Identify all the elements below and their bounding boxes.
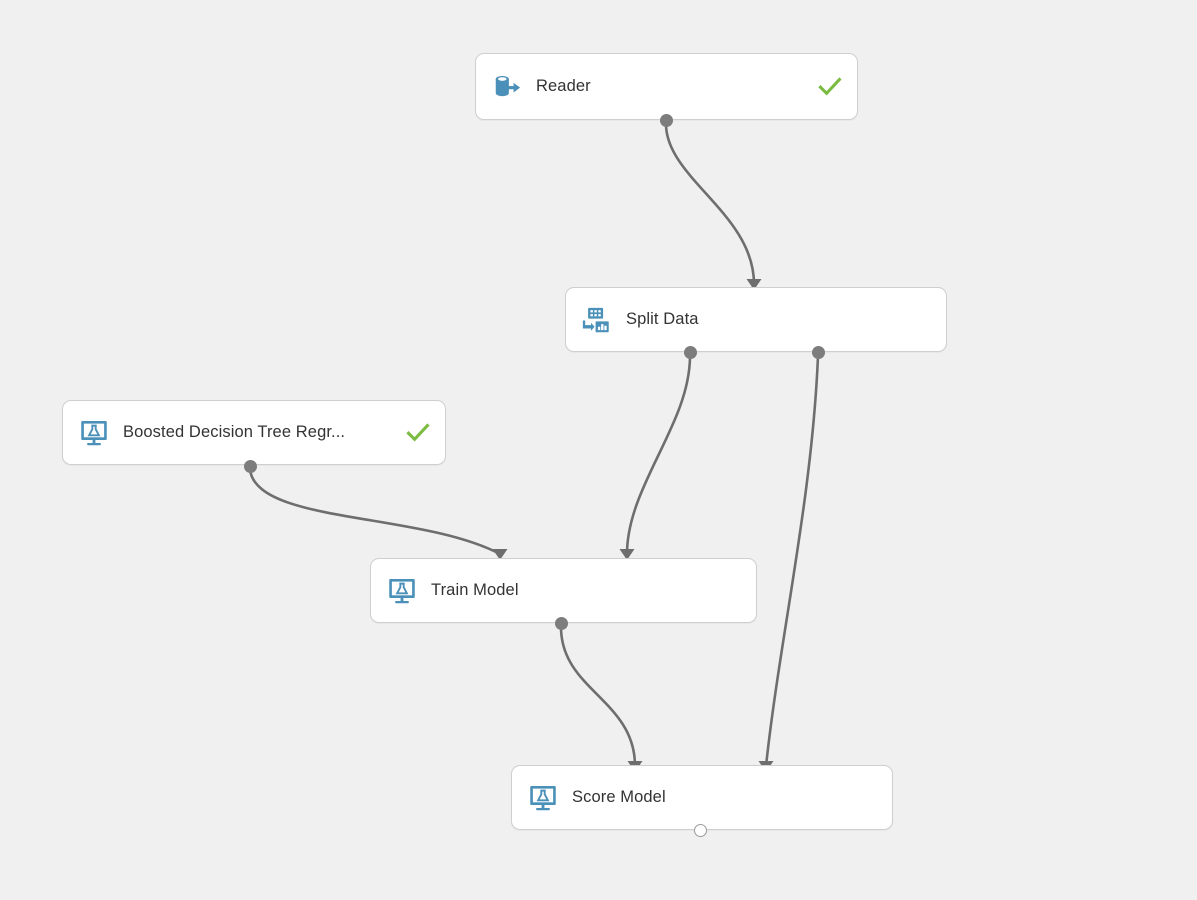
- node-label: Split Data: [626, 310, 699, 328]
- split-data-icon: [582, 307, 609, 332]
- model-monitor-icon: [530, 785, 556, 810]
- module-node-split-data[interactable]: Split Data: [565, 287, 947, 352]
- module-node-boosted-decision-tree-regression[interactable]: Boosted Decision Tree Regr...: [62, 400, 446, 465]
- module-node-score-model[interactable]: Score Model: [511, 765, 893, 830]
- database-export-icon: [495, 75, 521, 96]
- connector-bdtr-to-train: [248, 468, 502, 556]
- check-icon: [406, 422, 430, 442]
- port-reader-out-1[interactable]: [659, 113, 673, 127]
- module-node-train-model[interactable]: Train Model: [370, 558, 757, 623]
- connector-split-to-train: [625, 354, 692, 556]
- port-score-out-1[interactable]: [693, 823, 707, 837]
- node-label: Reader: [536, 77, 591, 95]
- module-node-reader[interactable]: Reader: [475, 53, 858, 120]
- port-split-out-left[interactable]: [683, 345, 697, 359]
- port-bdtr-out-1[interactable]: [243, 459, 257, 473]
- model-monitor-icon: [389, 578, 415, 603]
- node-label: Score Model: [572, 788, 666, 806]
- connector-split-to-score: [764, 354, 820, 768]
- port-train-out-1[interactable]: [554, 616, 568, 630]
- node-label: Train Model: [431, 581, 519, 599]
- model-monitor-icon: [81, 420, 107, 445]
- check-icon: [818, 76, 842, 96]
- connector-train-to-score: [559, 625, 637, 768]
- port-split-out-right[interactable]: [811, 345, 825, 359]
- connector-reader-to-split: [664, 122, 756, 286]
- node-label: Boosted Decision Tree Regr...: [123, 423, 346, 441]
